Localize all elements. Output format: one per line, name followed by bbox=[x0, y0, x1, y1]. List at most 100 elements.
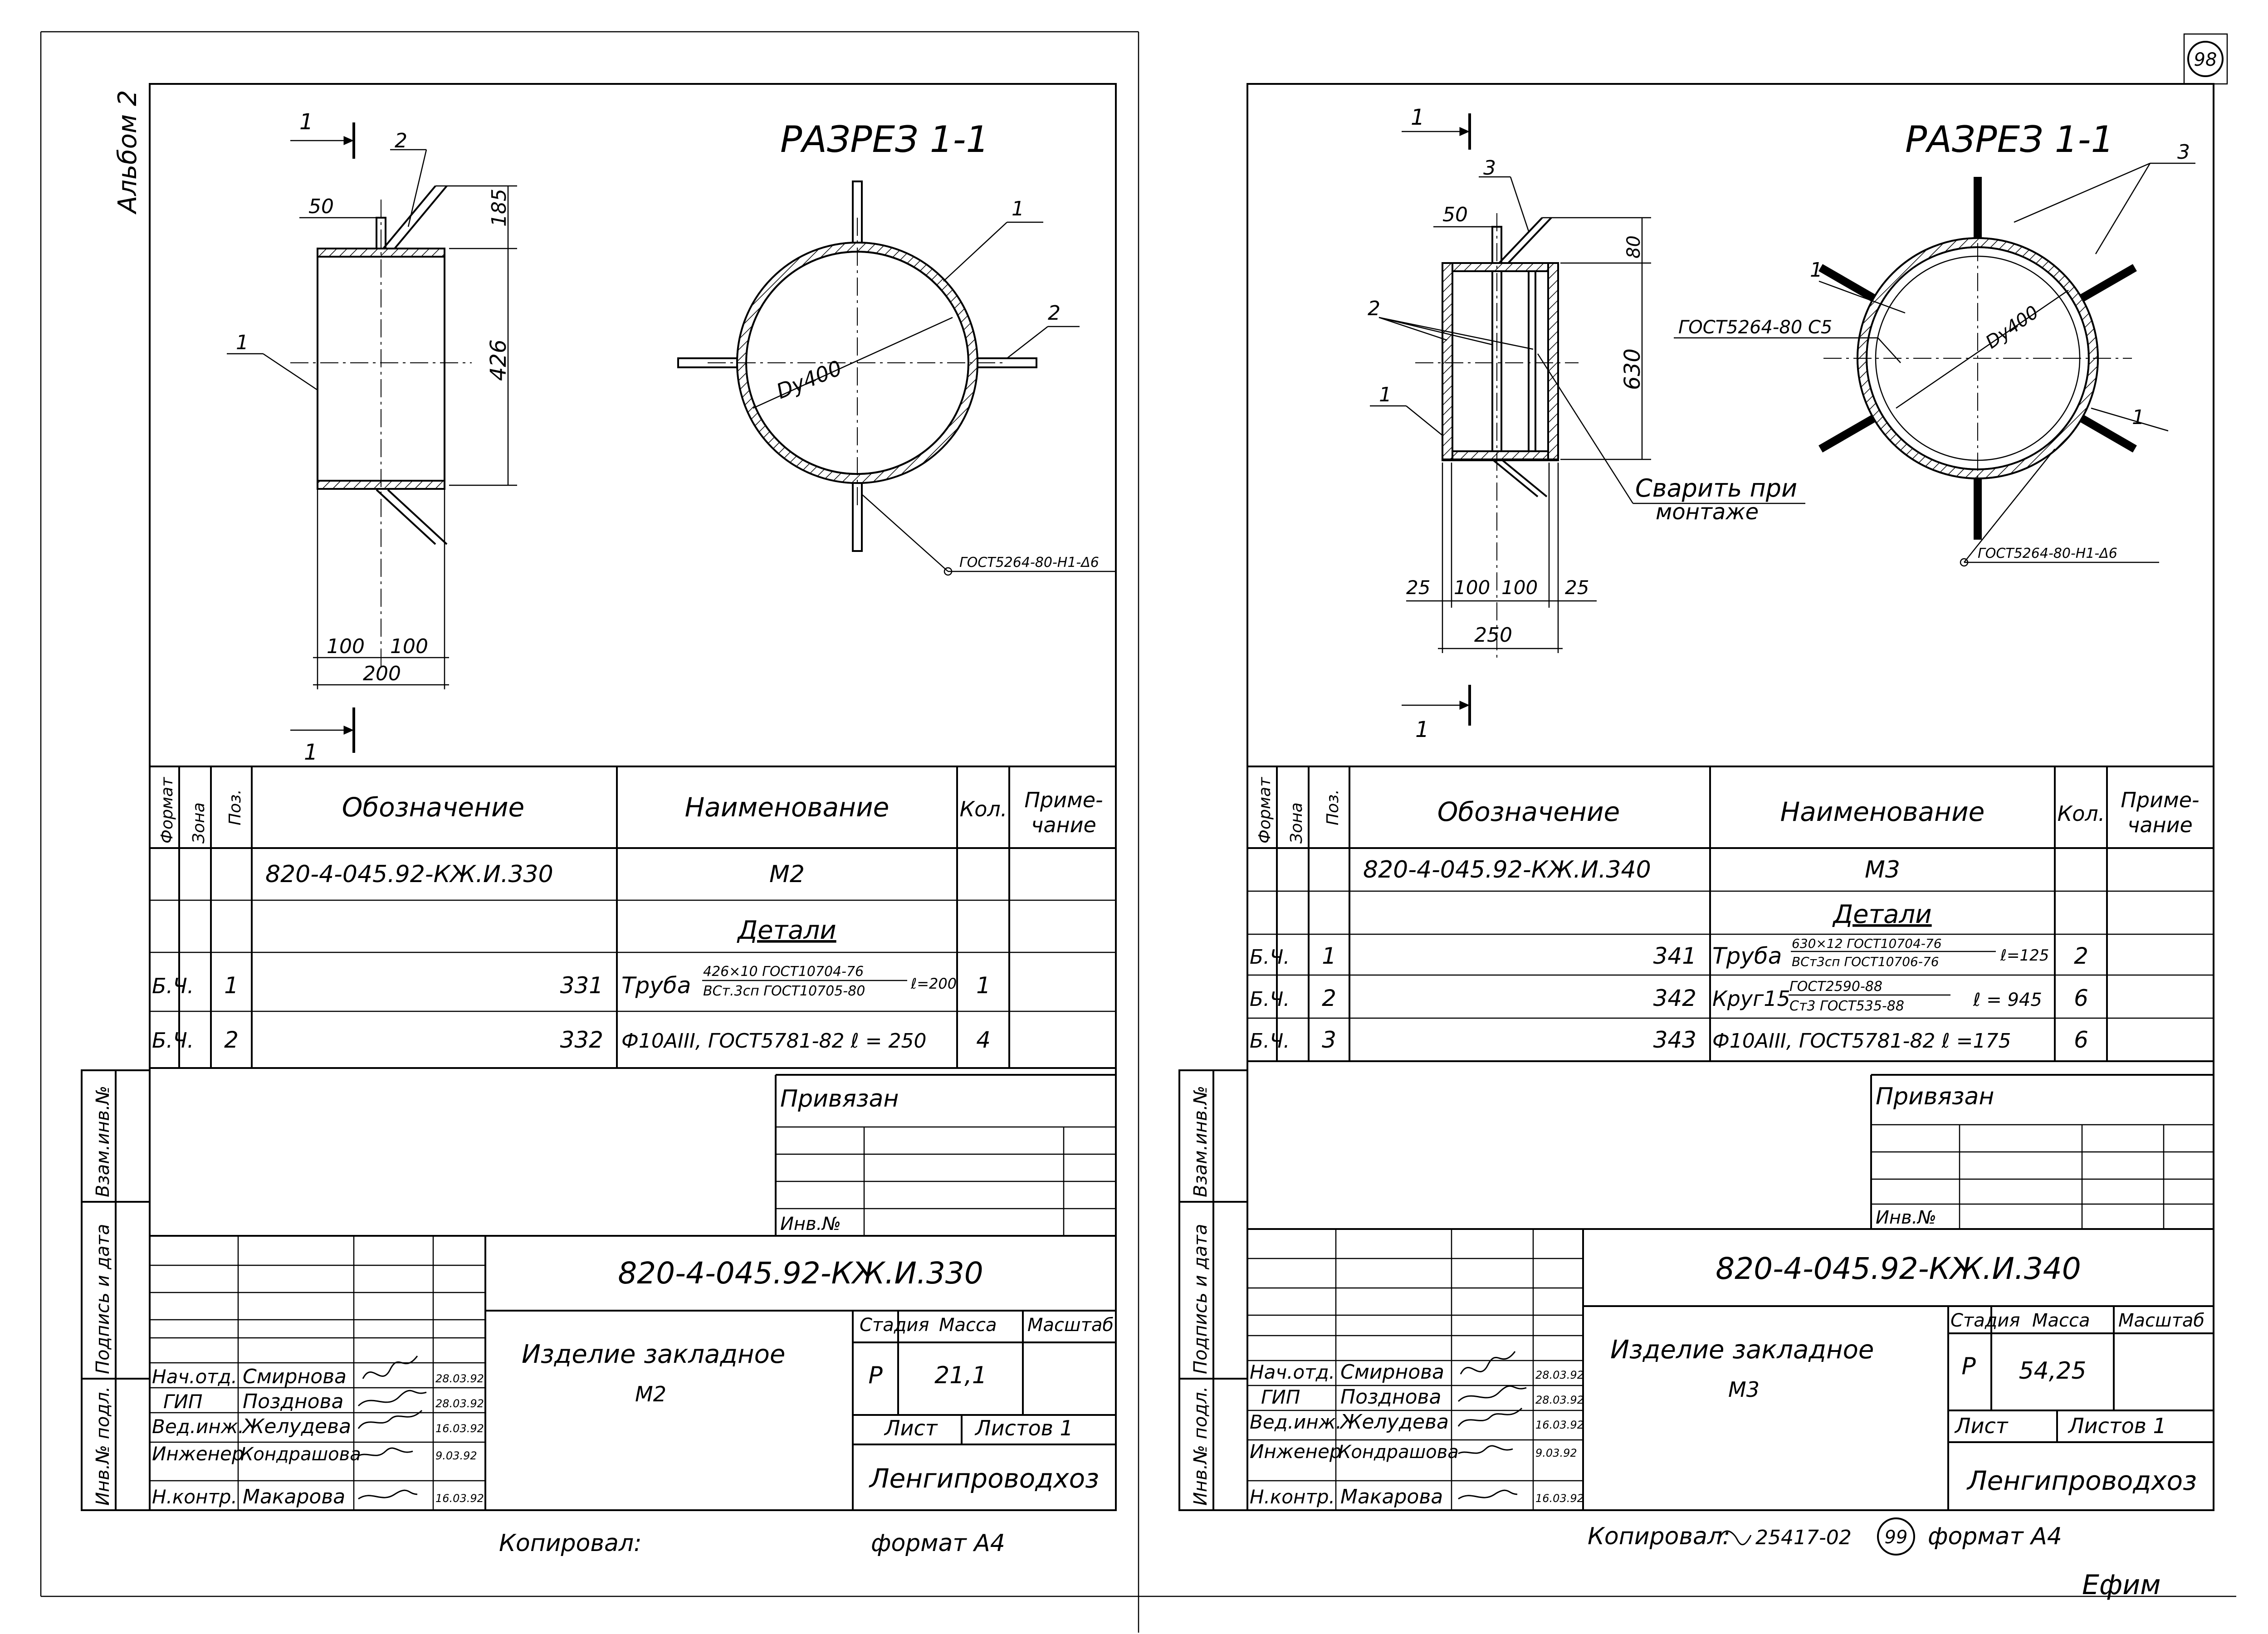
label-staff_roles-2: Вед.инж. bbox=[152, 1415, 244, 1438]
label-staff_roles-1: ГИП bbox=[163, 1390, 202, 1413]
label-right_sheet-leaders-weld1: Сварить при bbox=[1635, 474, 1797, 502]
anchor-bar bbox=[2079, 415, 2137, 453]
label-staff_roles-2: Вед.инж. bbox=[1250, 1411, 1342, 1433]
cut-marker-top: 1 bbox=[290, 109, 355, 159]
label-right_sheet-leaders-gost: ГОСТ5264-80-Н1-Δ6 bbox=[1978, 546, 2117, 561]
left-sheet: Взам.инв.№ Подпись и дата Инв.№ подл. РА… bbox=[81, 83, 1117, 1557]
label-stamp_labels-listov: Листов 1 bbox=[974, 1416, 1073, 1440]
label-right_sheet-spec-rows-2-name: Ф10АIII, ГОСТ5781-82 ℓ =175 bbox=[1712, 1029, 2011, 1053]
anchor-bar bbox=[1818, 415, 1876, 453]
label-right_sheet-spec-rows-0-pos: 1 bbox=[1322, 943, 1336, 969]
label-left_sheet-dates-3: 9.03.92 bbox=[435, 1449, 477, 1462]
label-left_sheet-spec-rows-1-code: 332 bbox=[560, 1027, 603, 1053]
label-left_sheet-dims-w_100a: 100 bbox=[327, 635, 365, 658]
label-hdr-oboz: Обозначение bbox=[342, 792, 524, 823]
label-left_sheet-spec-rows-1-qty: 4 bbox=[976, 1027, 991, 1053]
label-left_sheet-spec-rows-0-code: 331 bbox=[560, 972, 603, 999]
label-stamp_labels-kopiroval: Копировал: bbox=[499, 1530, 642, 1557]
label-right_sheet-spec-rows-0-code: 341 bbox=[1653, 943, 1696, 969]
label-staff_names-4: Макарова bbox=[243, 1485, 345, 1508]
label-right_sheet-spec-doc: 820-4-045.92-КЖ.И.340 bbox=[1363, 856, 1651, 883]
label-left_sheet-spec-rows-1-name: Ф10АIII, ГОСТ5781-82 ℓ = 250 bbox=[621, 1029, 926, 1053]
label-left_sheet-spec-rows-0-den: ВСт.3сп ГОСТ10705-80 bbox=[703, 983, 865, 999]
label-stamp_labels-izdelie: Изделие закладное bbox=[1610, 1335, 1874, 1365]
label-left_sheet-dates-4: 16.03.92 bbox=[435, 1492, 484, 1505]
label-left_sheet-dims-h_426: 426 bbox=[486, 339, 511, 381]
pipe-section-circle: Dy400 bbox=[677, 180, 1037, 552]
label-hdr-format: Формат bbox=[1256, 777, 1274, 844]
label-right_sheet-leaders-p1: 1 bbox=[1379, 383, 1392, 406]
label-left_sheet-dims-top_50: 50 bbox=[308, 195, 334, 218]
label-stamp_labels-list: Лист bbox=[884, 1416, 938, 1440]
side-stamp-vzam: Взам.инв.№ bbox=[93, 1086, 113, 1197]
label-right_sheet-spec-rows-1-den: Ст3 ГОСТ535-88 bbox=[1789, 998, 1904, 1014]
label-hdr-poz: Поз. bbox=[226, 789, 244, 825]
label-staff_names-2: Желудева bbox=[1339, 1410, 1449, 1434]
label-stamp_labels-format_a4: формат А4 bbox=[1928, 1523, 2062, 1550]
label-stamp_labels-privyazan: Привязан bbox=[780, 1085, 899, 1112]
label-right_sheet-spec-rows-2-fmt: Б.Ч. bbox=[1250, 1029, 1290, 1053]
label-stamp_labels-inv_no: Инв.№ bbox=[780, 1214, 841, 1234]
label-right_sheet-spec-rows-1-code: 342 bbox=[1653, 985, 1696, 1011]
label-stamp_labels-izdelie: Изделие закладное bbox=[522, 1340, 785, 1369]
label-right_sheet-dims-dy: Dy400 bbox=[1982, 302, 2043, 353]
label-staff_roles-3: Инженер bbox=[1250, 1440, 1342, 1463]
label-stamp_labels-inv_no: Инв.№ bbox=[1876, 1207, 1936, 1228]
label-right_sheet-leaders-gost_c5: ГОСТ5264-80 С5 bbox=[1678, 317, 1832, 338]
label-stamp_labels-massa: Масса bbox=[2032, 1310, 2090, 1331]
side-stamp-inv: Инв.№ подл. bbox=[93, 1386, 113, 1506]
label-left_sheet-leaders-p2: 2 bbox=[395, 129, 407, 152]
label-right_sheet-spec-rows-2-pos: 3 bbox=[1322, 1027, 1336, 1053]
corner-signature: Ефим bbox=[2082, 1569, 2160, 1601]
label-left_sheet-dims-w_100b: 100 bbox=[390, 635, 428, 658]
label-right_sheet-leaders-p1: 1 bbox=[2132, 406, 2145, 429]
label-right_sheet-spec-rows-1-qty: 6 bbox=[2074, 985, 2088, 1011]
label-right_sheet-leaders-p3: 3 bbox=[1483, 156, 1496, 180]
label-stamp_labels-massa: Масса bbox=[939, 1315, 997, 1336]
label-right_sheet-dates-2: 16.03.92 bbox=[1535, 1419, 1584, 1431]
label-stamp_labels-org: Ленгипроводхоз bbox=[869, 1463, 1099, 1494]
label-hdr-kol: Кол. bbox=[960, 797, 1007, 821]
label-right_sheet-dates-0: 28.03.92 bbox=[1535, 1369, 1584, 1381]
label-stamp_labels-stage: Р bbox=[868, 1362, 883, 1389]
leaders-section: 1 2 ГОСТ5264-80-Н1-Δ6 bbox=[861, 197, 1116, 576]
label-left_sheet-title-doc: 820-4-045.92-КЖ.И.330 bbox=[618, 1256, 983, 1291]
label-staff_names-4: Макарова bbox=[1340, 1485, 1443, 1508]
anchor-bar bbox=[2079, 264, 2137, 302]
page-number-bottom: 99 bbox=[1877, 1517, 1915, 1556]
label-right_sheet-spec-rows-1-name: Круг15 bbox=[1712, 986, 1790, 1011]
label-right_sheet-dates-3: 9.03.92 bbox=[1535, 1447, 1577, 1459]
label-staff_roles-1: ГИП bbox=[1261, 1386, 1300, 1408]
label-left_sheet-spec-item: М2 bbox=[769, 861, 805, 888]
label-right_sheet-spec-rows-1-pos: 2 bbox=[1322, 985, 1336, 1011]
page-frame bbox=[40, 31, 2236, 1633]
label-right_sheet-dims-w_250: 250 bbox=[1474, 624, 1512, 647]
label-left_sheet-spec-rows-1-fmt: Б.Ч. bbox=[152, 1028, 194, 1053]
label-left_sheet-spec-rows-0-fmt: Б.Ч. bbox=[152, 974, 194, 998]
label-hdr-oboz: Обозначение bbox=[1437, 796, 1620, 827]
label-right_sheet-spec-rows-0-fmt: Б.Ч. bbox=[1250, 946, 1290, 969]
label-staff_roles-4: Н.контр. bbox=[152, 1486, 237, 1508]
label-hdr-format: Формат bbox=[158, 777, 176, 844]
label-side_stamp-inv: Инв.№ подл. bbox=[1190, 1386, 1211, 1506]
pipe-section-circle-right: Dy400 bbox=[1818, 177, 2137, 540]
label-left_sheet-spec-rows-0-pos: 1 bbox=[224, 972, 239, 999]
label-staff_roles-3: Инженер bbox=[152, 1443, 244, 1465]
label-right_sheet-title-doc: 820-4-045.92-КЖ.И.340 bbox=[1716, 1251, 2081, 1286]
label-right_sheet-dims-w_25b: 25 bbox=[1565, 576, 1589, 599]
label-left_sheet-dims-h_185: 185 bbox=[488, 189, 511, 227]
label-right_sheet-spec-rows-0-tail: ℓ=125 bbox=[2000, 946, 2049, 965]
label-left_sheet-spec-rows-1-pos: 2 bbox=[224, 1027, 239, 1053]
label-right_sheet-spec-rows-0-num: 630×12 ГОСТ10704-76 bbox=[1792, 936, 1942, 951]
label-left_sheet-cut_mark: 1 bbox=[304, 740, 318, 765]
title-block-right: Привязан Инв.№ 820-4-045.92-КЖ.И.340 Ста… bbox=[1247, 1074, 2214, 1510]
label-side_stamp-vzam: Взам.инв.№ bbox=[1190, 1086, 1211, 1197]
cut-marker-top-right: 1 bbox=[1402, 105, 1471, 150]
cut-marker-bottom: 1 bbox=[290, 707, 355, 765]
label-hdr-kol: Кол. bbox=[2058, 801, 2105, 826]
label-left_sheet-leaders-p2: 2 bbox=[1048, 302, 1061, 325]
right-sheet: Взам.инв.№ Подпись и дата Инв.№ подл. РА… bbox=[1178, 83, 2214, 1601]
label-right_sheet-dims-w_25a: 25 bbox=[1406, 576, 1430, 599]
label-stamp_labels-privyazan: Привязан bbox=[1876, 1083, 1994, 1110]
label-right_sheet-leaders-p3: 3 bbox=[2177, 141, 2190, 164]
